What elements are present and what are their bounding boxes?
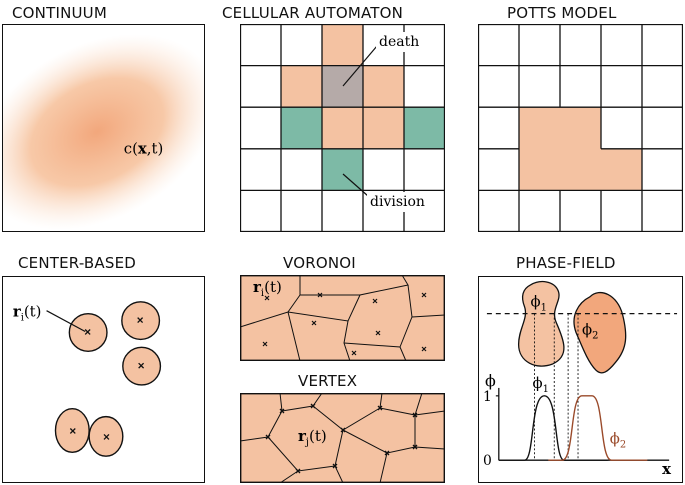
- phi1-profile: [498, 395, 608, 461]
- concentration-label: c(x,t): [124, 140, 163, 158]
- vertex-panel: rj(t): [240, 393, 445, 483]
- profile1-label: ϕ1: [532, 374, 548, 395]
- division-pointer: [342, 173, 369, 197]
- voronoi-panel: ri(t): [240, 275, 445, 361]
- death-pointer: [342, 45, 378, 87]
- tick-zero-label: 0: [483, 453, 492, 469]
- cellular-automaton-title: CELLULAR AUTOMATON: [222, 4, 404, 22]
- cell-living: [281, 65, 322, 108]
- position-pointer: [46, 310, 86, 333]
- cell-living: [322, 107, 363, 149]
- center-based-panel: ri(t): [2, 276, 205, 483]
- tick-one-label: 1: [483, 389, 492, 405]
- cell-dying: [322, 65, 363, 108]
- cell-living: [363, 65, 404, 108]
- cell-living: [322, 24, 363, 66]
- voronoi-title: VORONOI: [283, 254, 356, 272]
- continuum-title: CONTINUUM: [12, 4, 108, 22]
- cell-living: [363, 107, 404, 149]
- phi2-profile: [548, 395, 648, 461]
- vertex-title: VERTEX: [298, 372, 358, 390]
- potts-cell-domain: [519, 107, 642, 191]
- vertex-points: [265, 403, 418, 474]
- phase-cell-2: [573, 291, 627, 374]
- phase-field-panel: ϕ 1 0 x ϕ1 ϕ2 ϕ1 ϕ2: [478, 276, 683, 483]
- division-label: division: [370, 194, 425, 210]
- cell-dividing: [281, 107, 322, 149]
- phase-field-title: PHASE-FIELD: [516, 254, 616, 272]
- potts-lattice: [478, 24, 683, 232]
- concentration-field: [3, 34, 204, 230]
- potts-model-title: POTTS MODEL: [507, 4, 617, 22]
- profile2-label: ϕ2: [610, 429, 626, 450]
- cell-dividing: [404, 107, 445, 149]
- continuum-panel: c(x,t): [2, 24, 205, 232]
- death-label: death: [379, 34, 419, 50]
- potts-model-panel: [478, 24, 683, 232]
- voronoi-generators: [262, 292, 427, 356]
- position-label: ri(t): [13, 303, 42, 324]
- voronoi-edges: [240, 275, 445, 361]
- cellular-automaton-panel: death division: [240, 24, 445, 232]
- cell-dividing: [322, 148, 363, 191]
- projection-lines: [534, 313, 579, 460]
- center-based-title: CENTER-BASED: [18, 254, 137, 272]
- cell-centers: [69, 317, 145, 440]
- phi-axis-label: ϕ: [485, 371, 496, 390]
- vertex-position-label: rj(t): [298, 427, 327, 448]
- x-axis-label: x: [662, 460, 671, 478]
- voronoi-position-label: ri(t): [253, 278, 282, 299]
- phase-cell-1: [517, 280, 565, 367]
